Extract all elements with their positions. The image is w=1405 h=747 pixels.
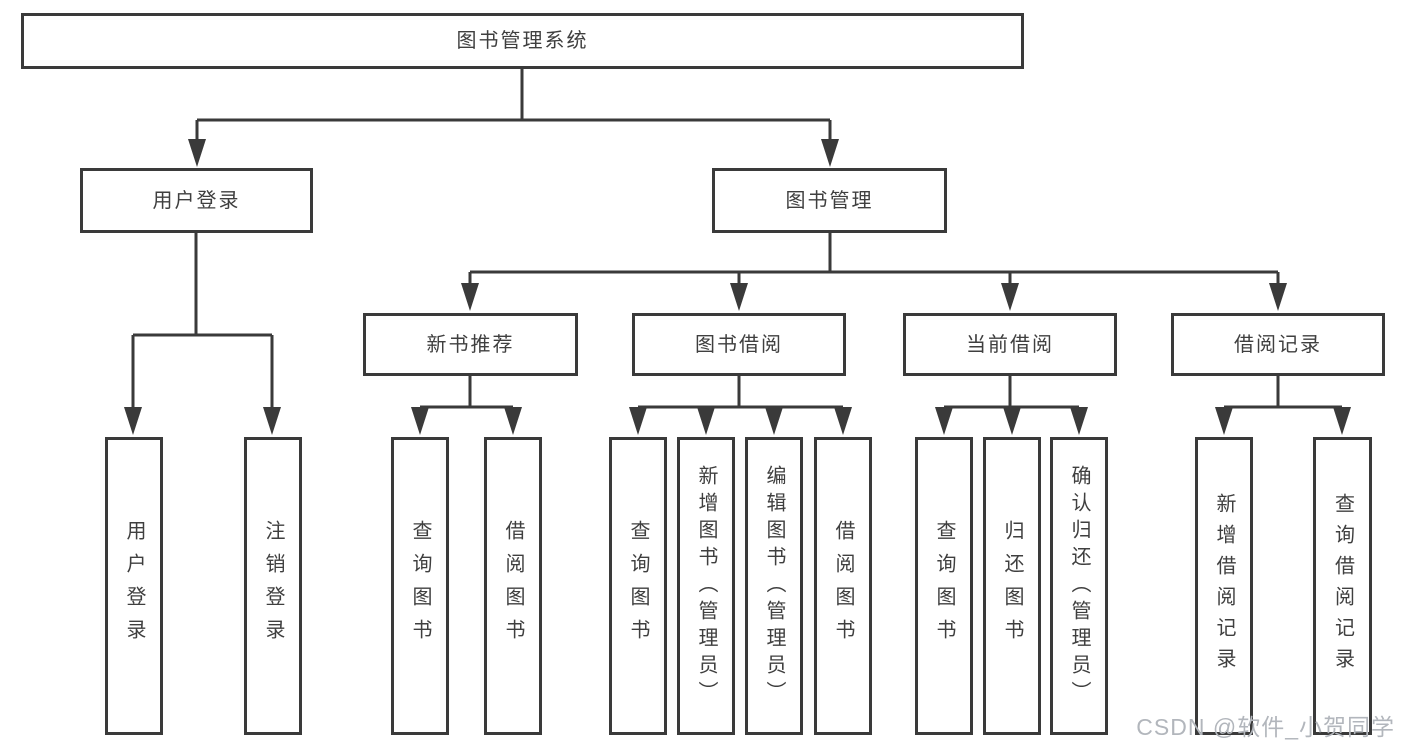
- leaf-user-login: 用户登录: [105, 437, 163, 735]
- arrowhead: [461, 283, 479, 311]
- node-new-book-recommend: 新书推荐: [363, 313, 578, 376]
- connector-root-to-level2: [195, 69, 832, 160]
- leaf-borrow-books-2: 借阅图书: [814, 437, 872, 735]
- arrowhead: [697, 407, 715, 435]
- arrowhead: [935, 407, 953, 435]
- arrowhead: [821, 139, 839, 167]
- node-current-borrow: 当前借阅: [903, 313, 1117, 376]
- arrowhead: [834, 407, 852, 435]
- connector-new-book-rec-to-leaves: [418, 376, 515, 430]
- arrowhead: [263, 407, 281, 435]
- leaf-add-borrow-record: 新增借阅记录: [1195, 437, 1253, 735]
- leaf-logout: 注销登录: [244, 437, 302, 735]
- csdn-watermark: CSDN @软件_小贺同学: [1136, 714, 1395, 740]
- arrowhead: [765, 407, 783, 435]
- arrowhead: [1215, 407, 1233, 435]
- arrowhead: [504, 407, 522, 435]
- leaf-return-books: 归还图书: [983, 437, 1041, 735]
- node-root: 图书管理系统: [21, 13, 1024, 69]
- connector-book-mgmt-to-level3: [468, 233, 1280, 305]
- connector-borrow-record-to-leaves: [1222, 376, 1344, 430]
- arrowhead: [124, 407, 142, 435]
- arrowhead: [629, 407, 647, 435]
- arrowhead: [1333, 407, 1351, 435]
- leaf-query-borrow-record: 查询借阅记录: [1313, 437, 1372, 735]
- arrowhead: [1269, 283, 1287, 311]
- arrowhead: [1001, 283, 1019, 311]
- leaf-borrow-books-1: 借阅图书: [484, 437, 542, 735]
- arrowhead: [411, 407, 429, 435]
- leaf-query-books-3: 查询图书: [915, 437, 973, 735]
- connector-current-borrow-to-leaves: [942, 376, 1081, 430]
- leaf-edit-books-admin: 编辑图书（管理员）: [745, 437, 803, 735]
- node-user-login: 用户登录: [80, 168, 313, 233]
- node-book-management: 图书管理: [712, 168, 947, 233]
- leaf-query-books-1: 查询图书: [391, 437, 449, 735]
- connector-user-login-to-leaves: [131, 233, 274, 430]
- arrowhead: [1070, 407, 1088, 435]
- arrowhead: [730, 283, 748, 311]
- node-borrow-record: 借阅记录: [1171, 313, 1385, 376]
- arrowhead: [188, 139, 206, 167]
- node-book-borrow: 图书借阅: [632, 313, 846, 376]
- arrowhead: [1003, 407, 1021, 435]
- connector-book-borrow-to-leaves: [636, 376, 845, 430]
- leaf-confirm-return-admin: 确认归还（管理员）: [1050, 437, 1108, 735]
- leaf-add-books-admin: 新增图书（管理员）: [677, 437, 735, 735]
- leaf-query-books-2: 查询图书: [609, 437, 667, 735]
